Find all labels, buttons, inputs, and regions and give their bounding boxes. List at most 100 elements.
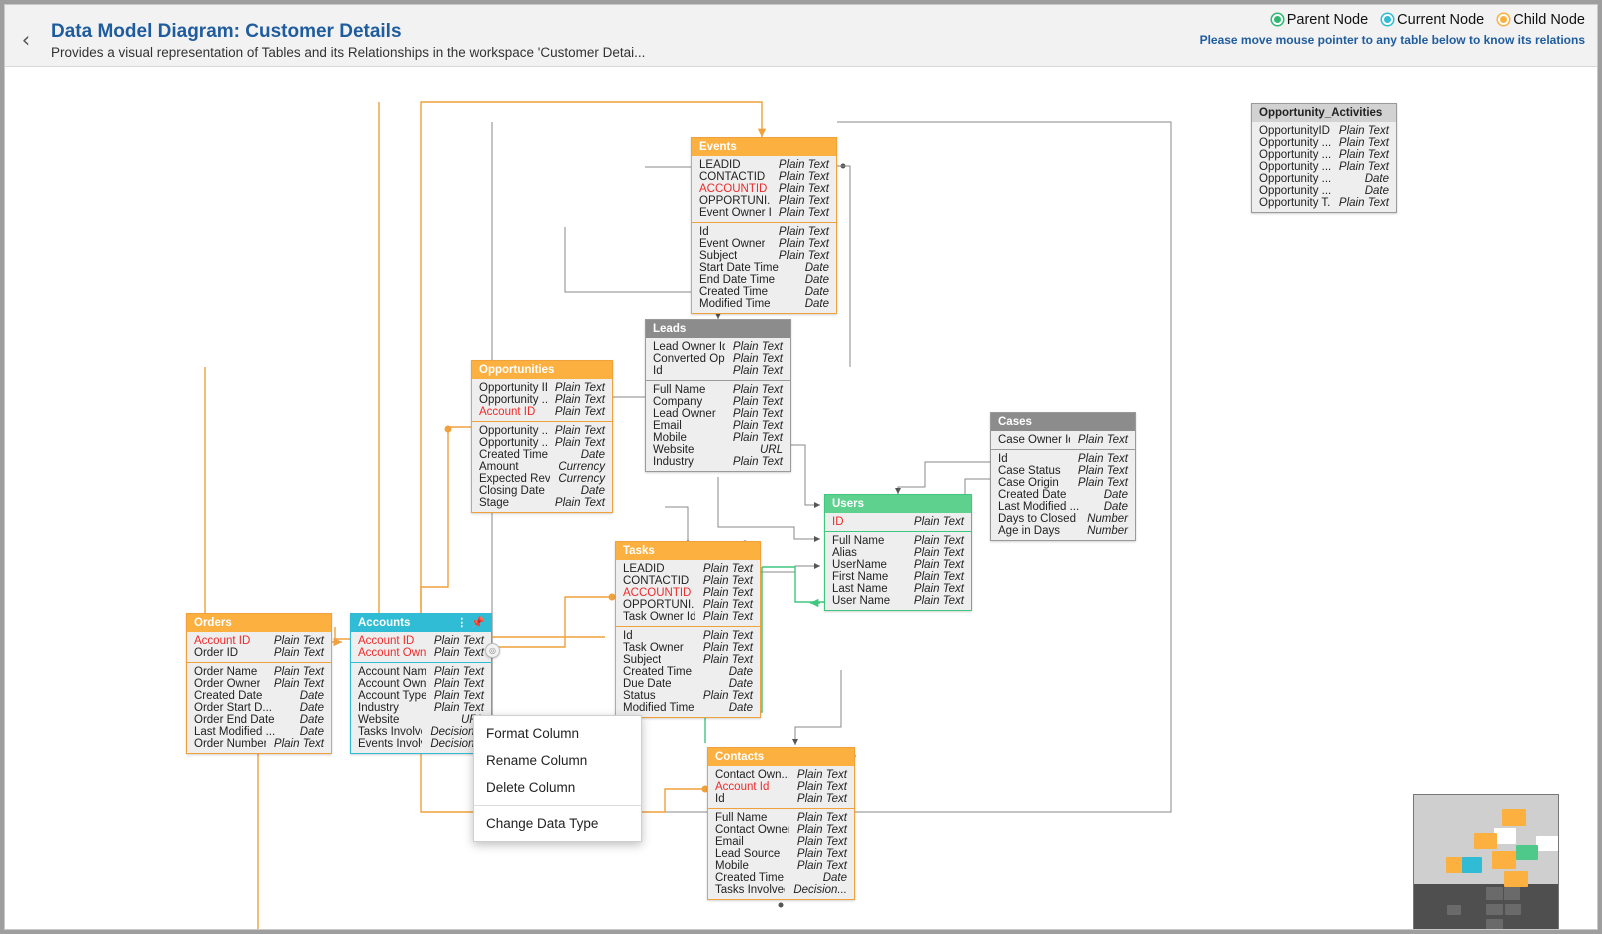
- table-header[interactable]: Contacts: [708, 748, 854, 766]
- menu-item-format-column[interactable]: Format Column: [486, 726, 580, 741]
- column-row[interactable]: OPPORTUNI...Plain Text: [616, 599, 760, 611]
- menu-item-delete-column[interactable]: Delete Column: [486, 780, 576, 795]
- table-header[interactable]: Tasks: [616, 542, 760, 560]
- table-header[interactable]: Users: [825, 495, 971, 513]
- column-row[interactable]: OPPORTUNI...Plain Text: [692, 195, 836, 207]
- column-row[interactable]: Tasks InvolvedDecision...: [351, 726, 491, 738]
- column-row[interactable]: Opportunity ...Plain Text: [1252, 137, 1396, 149]
- column-row[interactable]: Contact Own...Plain Text: [708, 769, 854, 781]
- pin-icon[interactable]: 📌: [471, 617, 486, 629]
- column-row[interactable]: Opportunity ...Date: [1252, 173, 1396, 185]
- table-header[interactable]: Opportunity_Activities: [1252, 104, 1396, 122]
- table-header[interactable]: Leads: [646, 320, 790, 338]
- column-row[interactable]: Converted Op...Plain Text: [646, 353, 790, 365]
- column-row[interactable]: Expected Rev...Currency: [472, 473, 612, 485]
- column-row[interactable]: Opportunity T...Plain Text: [1252, 197, 1396, 209]
- more-options-icon[interactable]: ⋮: [456, 617, 469, 629]
- menu-item-change-data-type[interactable]: Change Data Type: [486, 816, 599, 831]
- column-row[interactable]: Events InvolvedDecision...: [351, 738, 491, 750]
- column-row[interactable]: Order Start D...Date: [187, 702, 331, 714]
- chevron-left-icon[interactable]: ‹: [21, 28, 31, 52]
- table-header[interactable]: Cases: [991, 413, 1135, 431]
- table-header[interactable]: Events: [692, 138, 836, 156]
- table-header[interactable]: Accounts⋮📌: [351, 614, 491, 632]
- column-row[interactable]: Account Own...Plain Text: [351, 647, 491, 659]
- column-context-menu[interactable]: Format Column Rename Column Delete Colum…: [473, 715, 642, 842]
- column-row[interactable]: Opportunity ...Plain Text: [472, 425, 612, 437]
- menu-item-rename-column[interactable]: Rename Column: [486, 753, 588, 768]
- column-row[interactable]: Opportunity ...Plain Text: [1252, 149, 1396, 161]
- table-header[interactable]: Orders: [187, 614, 331, 632]
- column-row[interactable]: Last Modified ...Date: [991, 501, 1135, 513]
- diagram-minimap[interactable]: - +: [1413, 794, 1559, 929]
